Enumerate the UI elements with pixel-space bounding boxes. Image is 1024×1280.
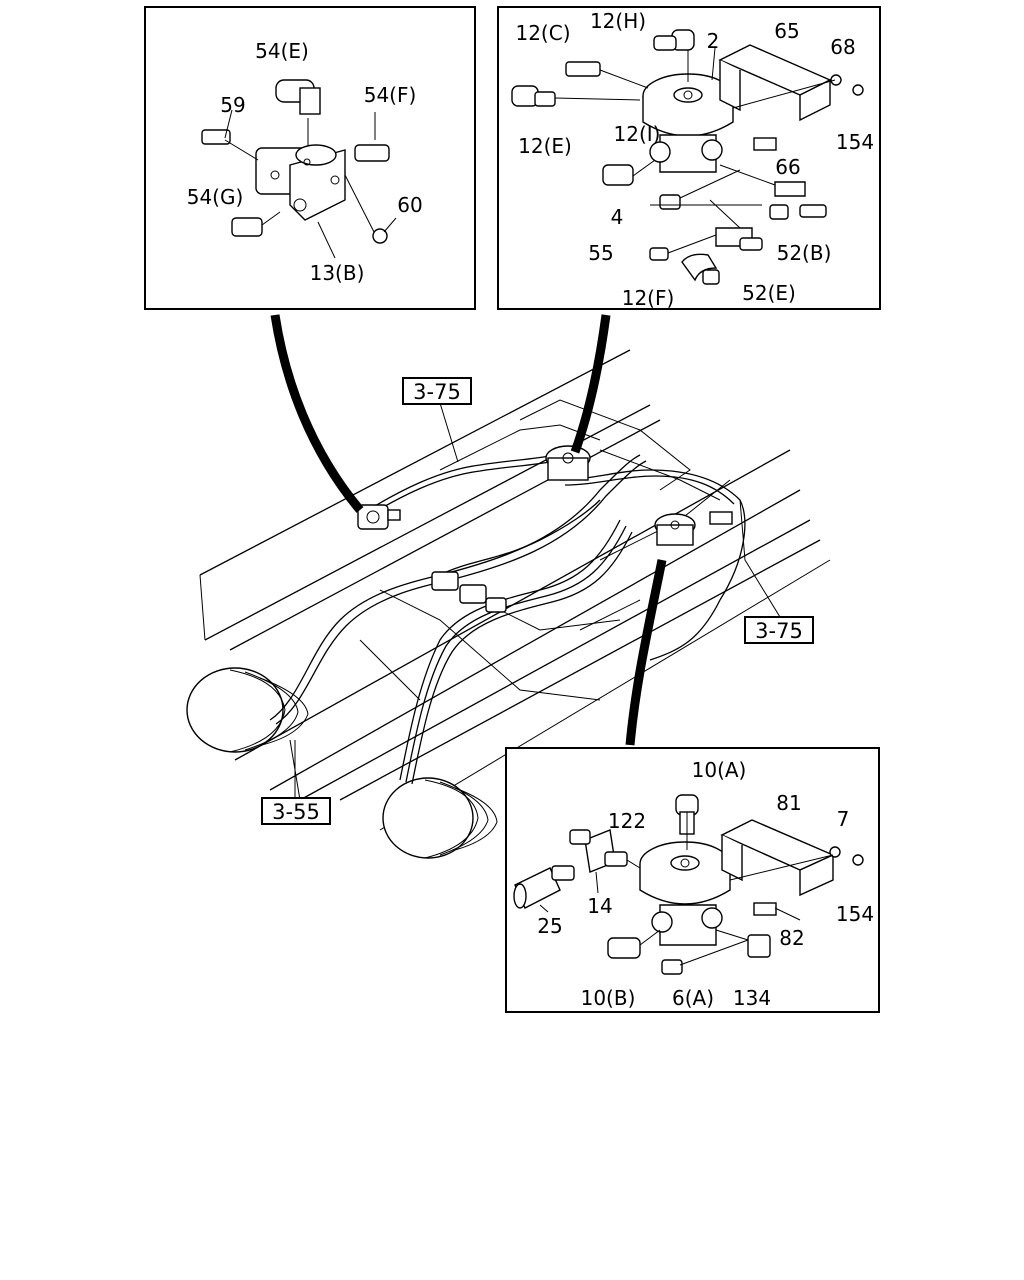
callout-154: 154	[836, 130, 874, 154]
valve-lower	[431, 571, 507, 613]
callout-12c: 12(C)	[515, 21, 570, 45]
callout-12f: 12(F)	[622, 286, 675, 310]
callout-68: 68	[830, 35, 855, 59]
ref-box-3-75-top: 3-75	[402, 377, 472, 405]
panel-top-right: 12(C) 12(H) 2 65 68 12(E) 12(I) 154 66 4…	[497, 6, 881, 310]
callout-82: 82	[779, 926, 804, 950]
ref-box-3-75-right: 3-75	[744, 616, 814, 644]
callout-134: 134	[733, 986, 771, 1010]
chassis-view	[186, 314, 831, 859]
callout-54g: 54(G)	[187, 185, 244, 209]
valve-center	[545, 445, 591, 481]
callout-13b: 13(B)	[310, 261, 365, 285]
callout-60: 60	[397, 193, 422, 217]
callout-59: 59	[220, 93, 245, 117]
callout-54e: 54(E)	[255, 39, 309, 63]
callout-6a: 6(A)	[672, 986, 714, 1010]
valve-left	[357, 504, 401, 530]
ref-label: 3-75	[755, 619, 803, 643]
callout-12e: 12(E)	[518, 134, 572, 158]
panel-bottom-right: 10(A) 122 81 7 25 14 154 82 10(B) 6(A) 1…	[505, 747, 880, 1013]
ref-label: 3-75	[413, 380, 461, 404]
callout-12i: 12(I)	[614, 122, 661, 146]
panel-top-left: 54(E) 59 54(F) 54(G) 60 13(B)	[144, 6, 476, 310]
callout-65: 65	[774, 19, 799, 43]
air-spring-right	[382, 777, 498, 859]
callout-55: 55	[588, 241, 613, 265]
callout-81: 81	[776, 791, 801, 815]
callout-2: 2	[707, 29, 720, 53]
callout-25: 25	[537, 914, 562, 938]
valve-right	[654, 513, 696, 546]
callout-4: 4	[611, 205, 624, 229]
callout-52b: 52(B)	[777, 241, 832, 265]
ref-label: 3-55	[272, 800, 320, 824]
callout-52e: 52(E)	[742, 281, 796, 305]
callout-10a: 10(A)	[692, 758, 747, 782]
callout-10b: 10(B)	[581, 986, 636, 1010]
callout-7: 7	[837, 807, 850, 831]
callout-66: 66	[775, 155, 800, 179]
callout-122: 122	[608, 809, 646, 833]
callout-154: 154	[836, 902, 874, 926]
callout-12h: 12(H)	[590, 9, 646, 33]
ref-box-3-55: 3-55	[261, 797, 331, 825]
callout-14: 14	[587, 894, 612, 918]
callout-54f: 54(F)	[364, 83, 417, 107]
air-spring-left	[186, 667, 309, 753]
